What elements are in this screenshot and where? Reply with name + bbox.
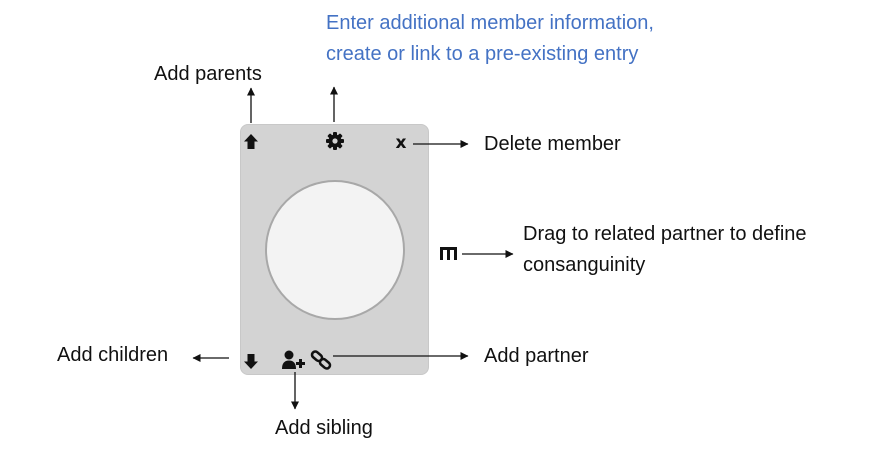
arrow-down-icon[interactable]: [241, 351, 261, 371]
info-annotation-line-2: create or link to a pre-existing entry: [326, 43, 639, 65]
consanguinity-annotation-line-2: consanguinity: [523, 254, 646, 276]
link-icon[interactable]: [310, 349, 332, 371]
arrow-up-icon[interactable]: [241, 132, 261, 152]
add-person-icon[interactable]: [281, 349, 307, 371]
node-circle[interactable]: [265, 180, 405, 320]
gear-icon[interactable]: [325, 131, 345, 151]
consanguinity-handle-icon[interactable]: [438, 245, 458, 261]
add-parents-annotation: Add parents: [154, 63, 262, 85]
consanguinity-annotation-line-1: Drag to related partner to define: [523, 223, 807, 245]
close-icon[interactable]: x: [395, 133, 407, 153]
add-children-annotation: Add children: [57, 344, 169, 366]
delete-member-annotation: Delete member: [484, 133, 621, 155]
info-annotation-line-1: Enter additional member information,: [326, 12, 654, 34]
pedigree-node[interactable]: [240, 124, 429, 375]
add-sibling-annotation: Add sibling: [275, 417, 373, 439]
add-partner-annotation: Add partner: [484, 345, 589, 367]
